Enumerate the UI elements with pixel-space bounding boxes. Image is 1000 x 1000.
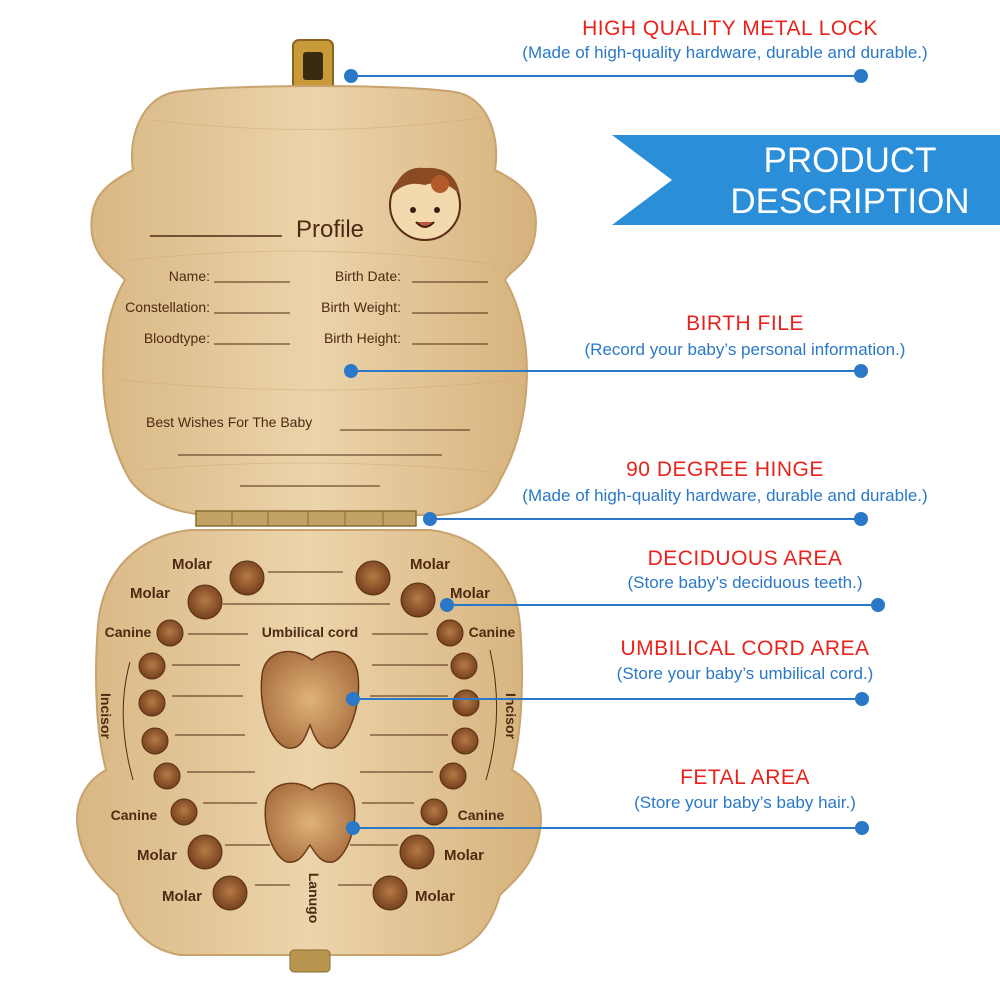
banner-shape [612,135,1000,225]
metal-lock [292,39,334,99]
tray-label-molar: Molar [450,585,490,602]
callout-lock-line [351,75,860,77]
callout-birth-file-line [351,370,860,372]
callout-hinge-title: 90 DEGREE HINGE [626,458,824,481]
callout-deciduous-subtitle: (Store baby’s deciduous teeth.) [627,573,863,592]
field-bloodtype-label: Bloodtype: [144,330,210,346]
umbilical-cord-compartment [260,650,360,749]
callout-lock-subtitle: (Made of high-quality hardware, durable … [522,43,928,62]
field-birth-date-label: Birth Date: [335,268,401,284]
best-wishes-label: Best Wishes For The Baby [146,414,312,430]
tray-label-molar: Molar [137,847,177,864]
field-name-label: Name: [169,268,210,284]
callout-umbilical-dot [855,692,869,706]
banner-line-1: PRODUCT [763,141,937,180]
field-birth-weight-label: Birth Weight: [321,299,401,315]
tray-label-lanugo: Lanugo [306,873,322,924]
tray-label-molar: Molar [162,888,202,905]
profile-title: Profile [296,216,364,243]
tray-label-incisor: Incisor [503,693,519,739]
tray-label-molar: Molar [410,556,450,573]
callout-hinge-dot [854,512,868,526]
callout-lock-dot [854,69,868,83]
callout-deciduous-title: DECIDUOUS AREA [647,547,843,570]
callout-fetal-subtitle: (Store your baby’s baby hair.) [634,793,856,812]
fetal-hair-compartment [264,782,356,863]
callout-umbilical-subtitle: (Store your baby’s umbilical cord.) [616,664,874,683]
callout-birth-file-subtitle: (Record your baby’s personal information… [584,340,906,359]
callout-hinge-line [430,518,860,520]
banner-title: PRODUCT DESCRIPTION [700,140,1000,222]
callout-birth-file-dot [854,364,868,378]
tray-label-molar: Molar [444,847,484,864]
field-birth-height-label: Birth Height: [324,330,401,346]
hinge [195,510,417,527]
callout-fetal-title: FETAL AREA [680,766,810,789]
field-constellation-label: Constellation: [125,299,210,315]
tray-label-molar: Molar [130,585,170,602]
callout-birth-file-title: BIRTH FILE [686,312,804,335]
tray-label-incisor: Incisor [98,693,114,739]
tray-label-umbilical-cord: Umbilical cord [262,624,358,640]
callout-deciduous-dot [871,598,885,612]
tray-label-molar: Molar [415,888,455,905]
tray-label-canine: Canine [458,807,505,823]
callout-fetal-line [353,827,862,829]
tray-label-canine: Canine [105,624,152,640]
tray-label-canine: Canine [469,624,516,640]
banner-line-2: DESCRIPTION [730,182,970,221]
callout-umbilical-line [353,698,862,700]
callout-deciduous-line [447,604,877,606]
baby-face-engraving [389,167,461,241]
tray-label-molar: Molar [172,556,212,573]
product-description-banner [612,135,1000,225]
callout-umbilical-title: UMBILICAL CORD AREA [620,637,870,660]
tray-label-canine: Canine [111,807,158,823]
callout-hinge-subtitle: (Made of high-quality hardware, durable … [522,486,928,505]
callout-lock-title: HIGH QUALITY METAL LOCK [582,17,878,40]
callout-fetal-dot [855,821,869,835]
